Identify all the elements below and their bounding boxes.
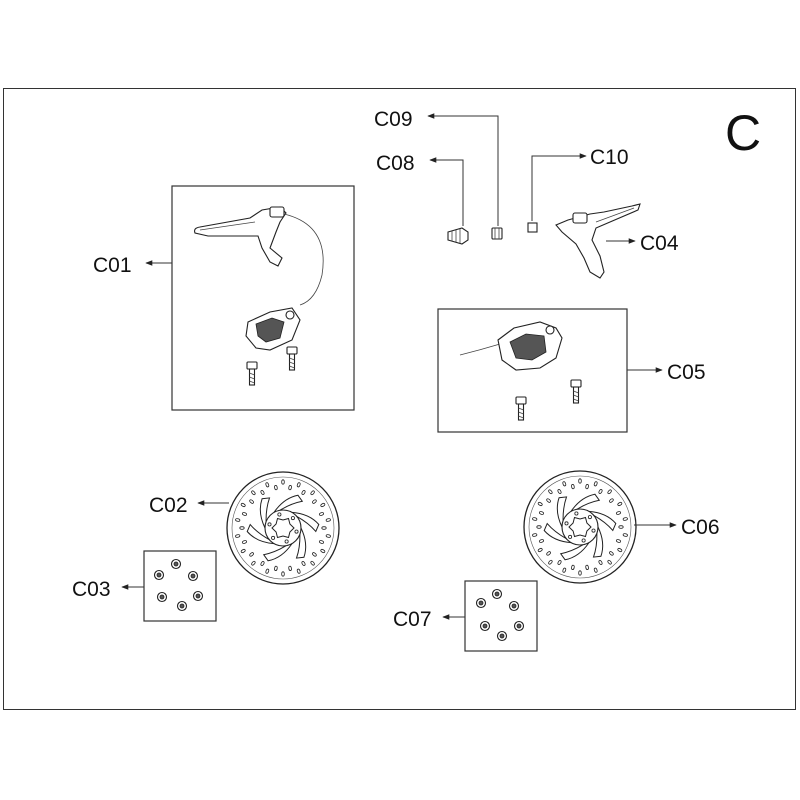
c05-bolt-1 [515,396,527,421]
c02-rotor [226,471,340,585]
c04-lever [555,203,641,279]
label-c06: C06 [681,516,720,539]
label-c04: C04 [640,232,679,255]
label-c03: C03 [72,578,111,601]
section-letter: C [725,105,761,161]
c10-ferrule-part [527,222,538,233]
label-c01: C01 [93,254,132,277]
c06-rotor [523,470,637,584]
c07-box [464,580,538,652]
c09-nut-part [491,227,503,240]
label-c02: C02 [149,494,188,517]
c07-screws [475,588,525,642]
c08-adjuster-part [447,227,469,245]
c03-box [143,550,217,622]
label-c05: C05 [667,361,706,384]
label-c07: C07 [393,608,432,631]
c01-lever [194,206,324,306]
diagram-frame [3,88,796,710]
label-c10: C10 [590,146,629,169]
c01-bolt-2 [286,346,298,371]
c01-box [171,185,355,411]
c03-screws [153,558,204,612]
c01-bolt-1 [246,361,258,386]
c01-caliper [245,307,301,351]
label-c08: C08 [376,152,415,175]
label-c09: C09 [374,108,413,131]
c05-caliper [459,321,563,371]
c05-bolt-2 [570,379,582,404]
